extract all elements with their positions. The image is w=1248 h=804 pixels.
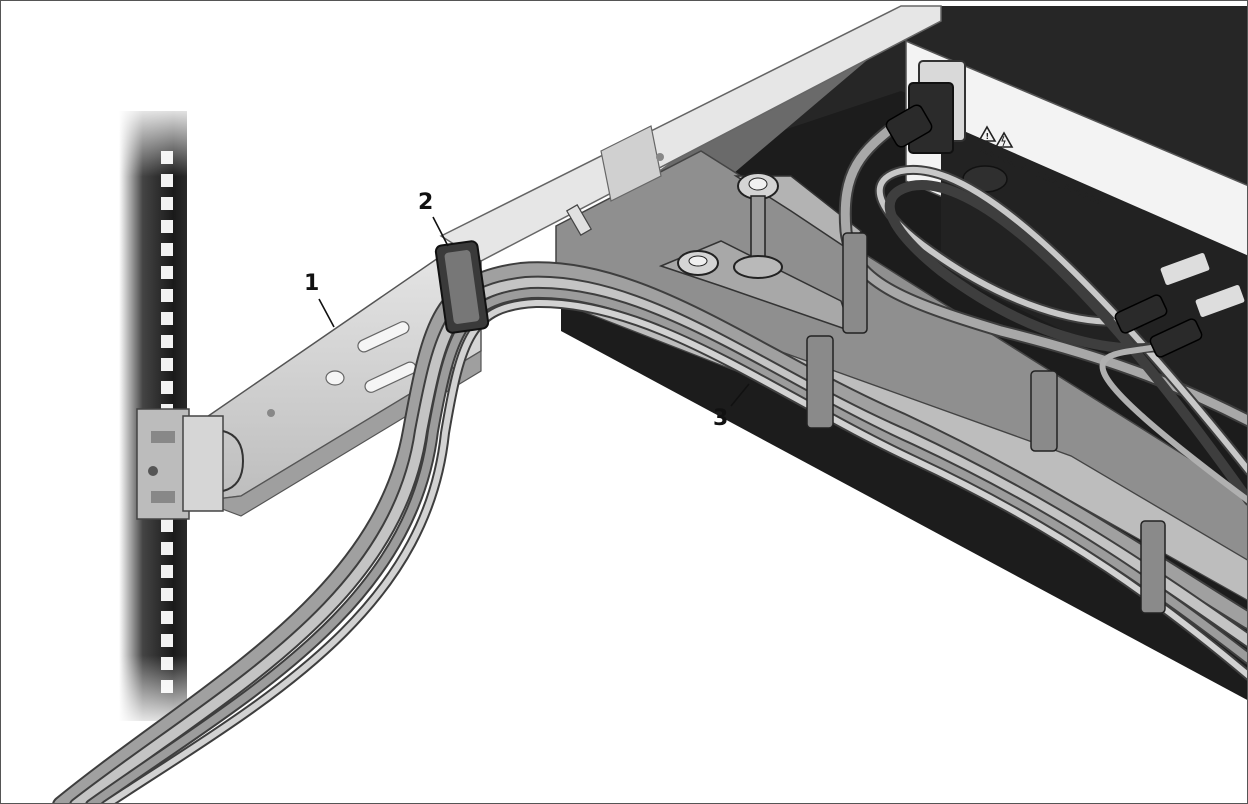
cable-strap: [842, 232, 868, 334]
warning-icon: !: [977, 125, 997, 142]
mounting-rail: [136, 5, 942, 520]
usb-port: [1159, 251, 1211, 287]
cable-bundle: [52, 114, 1247, 803]
cable-strap: [1030, 370, 1058, 452]
usb-plugs: [885, 104, 1203, 358]
leader-line-1: [318, 298, 335, 328]
usb-icon: [1209, 244, 1221, 259]
leader-line-3: [730, 383, 750, 407]
leader-line-2: [432, 216, 449, 247]
cable-strap: [1140, 520, 1166, 614]
usb-port-2: [1194, 283, 1246, 319]
callout-leaders: [318, 216, 750, 407]
callout-2: 2: [418, 190, 434, 215]
cable-straps: [434, 232, 1166, 614]
svg-text:!: !: [986, 132, 990, 141]
callout-3: 3: [713, 406, 729, 431]
callout-1: 1: [304, 271, 320, 296]
cable-tie-2: [434, 240, 490, 334]
hazard-icon: [994, 131, 1014, 148]
cable-strap: [806, 335, 834, 429]
